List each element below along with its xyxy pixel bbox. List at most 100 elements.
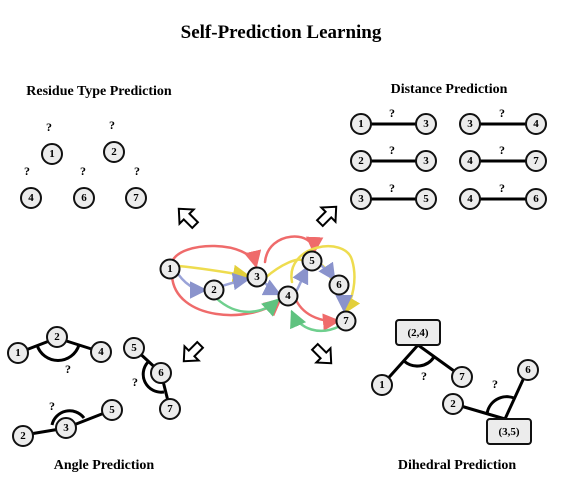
svg-text:1: 1 (15, 347, 21, 359)
arrow-up-right-icon (315, 205, 338, 228)
svg-text:2: 2 (450, 398, 456, 410)
graph-node-4: 4 (277, 285, 299, 307)
svg-text:3: 3 (423, 118, 429, 130)
svg-text:5: 5 (309, 255, 315, 267)
svg-text:1: 1 (358, 118, 364, 130)
dihedral-panel: ? ? (2,4) (3,5) 1 7 2 6 (371, 319, 539, 445)
svg-text:4: 4 (533, 118, 539, 130)
residue-node-7: 7 (125, 187, 147, 209)
graph-edge-red (263, 235, 324, 264)
arrow-down-right-icon (310, 342, 333, 365)
graph-edge-red (170, 244, 262, 269)
svg-text:7: 7 (167, 403, 173, 415)
angle-node-1: 1 (7, 342, 29, 364)
svg-text:7: 7 (533, 155, 539, 167)
graph-edge-yellow (176, 264, 251, 283)
angle-node-5: 5 (101, 399, 123, 421)
graph-edge-blue (176, 272, 208, 299)
svg-text:5: 5 (109, 404, 115, 416)
distance-question-1-3: ? (389, 106, 395, 120)
distance-section-title: Distance Prediction (391, 82, 508, 97)
residue-question-7: ? (134, 164, 140, 178)
graph-edge-blue (220, 272, 251, 291)
svg-text:2: 2 (111, 146, 117, 158)
direction-arrows (177, 205, 338, 365)
residue-question-1: ? (46, 120, 52, 134)
svg-text:4: 4 (28, 192, 34, 204)
svg-text:6: 6 (336, 279, 342, 291)
dihedral-section-title: Dihedral Prediction (398, 458, 517, 473)
svg-text:6: 6 (533, 193, 539, 205)
central-graph-nodes: 1 2 3 4 5 6 7 (159, 250, 357, 332)
distance-question-4-6: ? (499, 181, 505, 195)
svg-text:3: 3 (423, 155, 429, 167)
svg-text:7: 7 (343, 315, 349, 327)
dihedral-box-3-5: (3,5) (486, 418, 532, 445)
distance-node-4: 4 (459, 150, 481, 172)
angle-node-2: 2 (46, 326, 68, 348)
graph-edge-blue (261, 279, 282, 296)
svg-text:4: 4 (467, 193, 473, 205)
angle-question-5-6-7: ? (132, 375, 138, 389)
distance-node-2: 2 (350, 150, 372, 172)
residue-node-6: 6 (73, 187, 95, 209)
residue-node-1: 1 (41, 143, 63, 165)
svg-text:5: 5 (131, 342, 137, 354)
svg-text:2: 2 (20, 430, 26, 442)
angle-arc-2-3-5 (50, 409, 86, 426)
residue-question-6: ? (80, 164, 86, 178)
distance-question-3-4: ? (499, 106, 505, 120)
svg-text:7: 7 (133, 192, 139, 204)
svg-text:3: 3 (63, 422, 69, 434)
dihedral-node-2: 2 (442, 393, 464, 415)
distance-node-4: 4 (525, 113, 547, 135)
svg-text:6: 6 (158, 367, 164, 379)
svg-text:(3,5): (3,5) (498, 426, 519, 438)
residue-question-4: ? (24, 164, 30, 178)
svg-text:4: 4 (467, 155, 473, 167)
distance-question-3-5: ? (389, 181, 395, 195)
distance-node-6: 6 (525, 188, 547, 210)
residue-type-panel: ? 1 ? 2 ? 4 ? 6 ? 7 (20, 118, 147, 209)
residue-node-2: 2 (103, 141, 125, 163)
dihedral-node-7: 7 (451, 366, 473, 388)
distance-node-1: 1 (350, 113, 372, 135)
angle-arc-5-6-7 (141, 360, 165, 394)
dihedral-box-2-4: (2,4) (395, 319, 441, 346)
angle-node-6: 6 (150, 362, 172, 384)
graph-edge-yellow (263, 258, 306, 280)
page-title: Self-Prediction Learning (181, 22, 382, 43)
dihedral-node-1: 1 (371, 374, 393, 396)
dihedral-arc-top (403, 356, 436, 368)
graph-edge-green (214, 296, 280, 317)
svg-text:4: 4 (98, 346, 104, 358)
distance-node-3: 3 (415, 113, 437, 135)
graph-edge-red (294, 298, 341, 331)
dihedral-arc-bottom (485, 395, 515, 415)
svg-text:5: 5 (423, 193, 429, 205)
angle-node-4: 4 (90, 341, 112, 363)
distance-question-4-7: ? (499, 143, 505, 157)
svg-text:(2,4): (2,4) (407, 327, 428, 339)
svg-text:1: 1 (167, 263, 173, 275)
angle-section-title: Angle Prediction (54, 458, 155, 473)
svg-text:3: 3 (254, 271, 260, 283)
svg-text:1: 1 (49, 148, 55, 160)
graph-node-7: 7 (335, 310, 357, 332)
distance-node-3: 3 (350, 188, 372, 210)
residue-question-2: ? (109, 118, 115, 132)
dihedral-question-top: ? (421, 369, 427, 383)
angle-arc-1-2-4 (35, 344, 81, 362)
graph-node-1: 1 (159, 258, 181, 280)
svg-text:2: 2 (211, 284, 217, 296)
svg-text:7: 7 (459, 371, 465, 383)
angle-question-2-3-5: ? (49, 399, 55, 413)
distance-node-3: 3 (459, 113, 481, 135)
distance-node-4: 4 (459, 188, 481, 210)
distance-node-5: 5 (415, 188, 437, 210)
graph-edge-blue (318, 261, 336, 282)
residue-section-title: Residue Type Prediction (26, 84, 172, 99)
distance-question-2-3: ? (389, 143, 395, 157)
angle-question-1-2-4: ? (65, 362, 71, 376)
